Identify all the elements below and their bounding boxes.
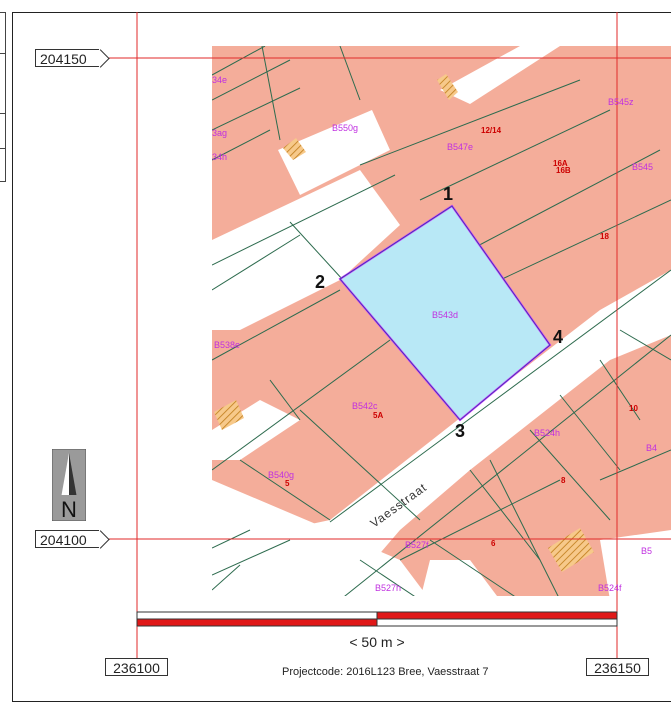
house-number-5: 5 [285,479,290,488]
house-number-5a: 5A [373,411,383,420]
corner-point-1: 1 [443,184,453,204]
label-3ag: 3ag [212,128,227,138]
house-number-16a: 16A [553,159,568,168]
house-number-18: 18 [600,232,609,241]
label-b542c: B542c [352,401,378,411]
label-b540g: B540g [268,470,294,480]
north-arrow-icon: N [52,449,86,521]
coord-x-right: 236150 [586,658,649,676]
label-b538e: B538e [214,340,240,350]
label-b527h: B527h [375,583,401,593]
label-34e: 34e [212,75,227,85]
label-b547e: B547e [447,142,473,152]
label-b545: B545 [632,162,653,172]
coord-y-top: 204150 [35,49,99,67]
corner-point-3: 3 [455,421,465,441]
house-number-6: 6 [491,539,496,548]
label-b524f: B524f [598,583,622,593]
coord-x-left: 236100 [105,658,168,676]
corner-point-2: 2 [315,272,325,292]
scale-bar [136,611,618,627]
label-b550g: B550g [332,123,358,133]
label-subject: B543d [432,310,458,320]
north-letter: N [61,497,77,521]
corner-point-4: 4 [553,327,563,347]
left-panel-stub [0,12,6,182]
coord-y-bottom: 204100 [35,530,99,548]
map-base [212,46,671,596]
label-b545z: B545z [608,97,634,107]
house-number-8: 8 [561,476,566,485]
label-34h: 34h [212,152,227,162]
label-b4: B4 [646,443,657,453]
label-b527f: B527f [405,540,429,550]
label-b5: B5 [641,546,652,556]
label-b524h: B524h [534,428,560,438]
project-code: Projectcode: 2016L123 Bree, Vaesstraat 7 [282,666,489,678]
house-number-12-14: 12/14 [481,126,502,135]
scale-label: < 50 m > [349,634,405,650]
grid-lines [102,12,671,658]
house-number-10: 10 [629,404,638,413]
house-number-16b: 16B [556,166,571,175]
